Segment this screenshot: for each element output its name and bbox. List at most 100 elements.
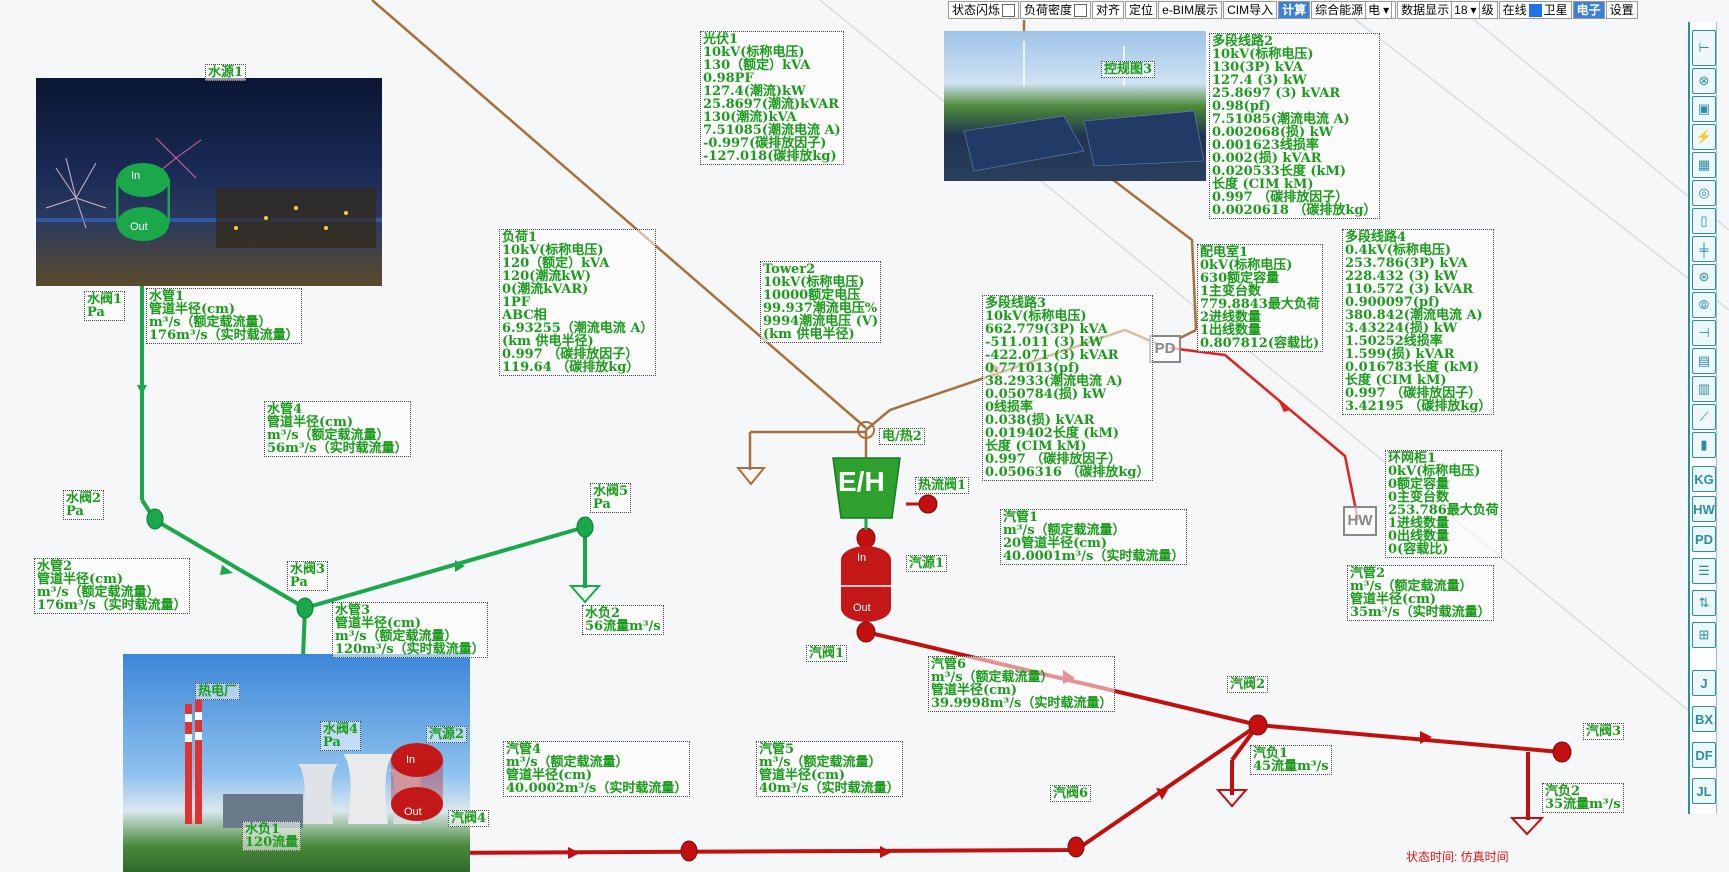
box-tool-icon[interactable]: ▣	[1692, 96, 1716, 122]
breaker-tool-icon[interactable]: ⊗	[1692, 68, 1716, 94]
align-button[interactable]: 对齐	[1092, 1, 1125, 19]
label-steam-source1[interactable]: 汽源1	[906, 555, 948, 572]
locate-button[interactable]: 定位	[1125, 1, 1158, 19]
label-line: 127.4(潮流)kW	[703, 84, 806, 99]
sidebar-btn-pd[interactable]: PD	[1692, 526, 1716, 552]
label-line: 779.8843最大负荷	[1200, 297, 1320, 312]
label-line: 380.842(潮流电流 A)	[1345, 308, 1483, 323]
ebim-button[interactable]: e-BIM展示	[1158, 1, 1223, 19]
water-source-tank-icon[interactable]	[116, 162, 170, 242]
online-checkbox[interactable]	[1528, 3, 1542, 17]
label-line: Tower2	[763, 262, 816, 277]
arrester-tool-icon[interactable]: ⚡	[1692, 124, 1716, 150]
label-line: 管道半径(cm)	[37, 572, 123, 587]
online-toggle[interactable]: 在线卫星	[1498, 1, 1572, 19]
label-control-view3[interactable]: 控规图3	[1101, 61, 1156, 78]
steam-source-tank-icon[interactable]	[841, 546, 891, 622]
label-line: 10kV(标称电压)	[1212, 47, 1314, 62]
label-steam-valve1[interactable]: 汽阀1	[806, 645, 848, 662]
label-line: 38.2933(潮流电流 A)	[985, 374, 1123, 389]
label-line: m³/s（额定载流量）	[267, 428, 390, 443]
electric-line-red[interactable]	[1169, 346, 1360, 521]
cim-import-button[interactable]: CIM导入	[1223, 1, 1278, 19]
sidebar-btn-hw[interactable]: HW	[1692, 496, 1716, 522]
label-heat-valve1[interactable]: 热流阀1	[915, 477, 970, 494]
settings-button[interactable]: 设置	[1605, 1, 1638, 19]
tower-junction-icon[interactable]	[857, 421, 875, 439]
eh-converter-icon[interactable]	[832, 457, 901, 519]
double-ring-tool-icon[interactable]: ⦾	[1692, 292, 1716, 318]
label-steam-source2[interactable]: 汽源2	[426, 726, 468, 743]
panel-tool-icon[interactable]: ☰	[1692, 558, 1716, 584]
steam-source2-tank-icon[interactable]	[390, 742, 444, 822]
electronic-map-button[interactable]: 电子	[1572, 1, 1605, 19]
label-steam-valve6[interactable]: 汽阀6	[1050, 785, 1092, 802]
label-water-source1[interactable]: 水源1	[205, 64, 247, 81]
energy-type-select[interactable]: 电▾	[1365, 1, 1393, 19]
fuse-tool-icon[interactable]: ⊣	[1692, 320, 1716, 346]
sub-tool-icon[interactable]: ⊞	[1692, 622, 1716, 648]
ring-tool-icon[interactable]: ◎	[1692, 180, 1716, 206]
calc-button[interactable]: 计算	[1278, 1, 1311, 19]
label-steam-valve2[interactable]: 汽阀2	[1227, 676, 1269, 693]
label-line: Pa	[290, 575, 308, 590]
status-flash-toggle[interactable]: 状态闪烁	[948, 1, 1020, 19]
load-density-toggle[interactable]: 负荷密度	[1020, 1, 1092, 19]
cabinet-tool-icon[interactable]: ▥	[1692, 376, 1716, 402]
pd-box-icon[interactable]: PD	[1149, 335, 1181, 363]
switch-tool-icon[interactable]: ⊢	[1692, 30, 1716, 66]
sidebar-btn-j[interactable]: J	[1692, 670, 1716, 696]
slash-tool-icon[interactable]: ⟋	[1692, 404, 1716, 430]
transformer-tool-icon[interactable]: ⊛	[1692, 264, 1716, 290]
status-flash-checkbox[interactable]	[1002, 3, 1016, 17]
level-select[interactable]: 18▾	[1451, 1, 1480, 19]
label-steam-valve3[interactable]: 汽阀3	[1583, 723, 1625, 740]
grid-tool-icon[interactable]: ▦	[1692, 152, 1716, 178]
sidebar-btn-bx[interactable]: BX	[1692, 706, 1716, 732]
sidebar-btn-df[interactable]: DF	[1692, 742, 1716, 768]
sidebar-btn-kg[interactable]: KG	[1692, 466, 1716, 492]
hw-box-icon[interactable]: HW	[1343, 506, 1377, 536]
capacitor-tool-icon[interactable]: ╪	[1692, 236, 1716, 262]
cable-tool-icon[interactable]: ⇅	[1692, 590, 1716, 616]
label-heat-plant[interactable]: 热电厂	[195, 683, 241, 700]
label-steam-valve4[interactable]: 汽阀4	[448, 810, 490, 827]
label-line: 0(潮流kVAR)	[502, 282, 589, 297]
label-line: 水阀1	[87, 292, 123, 307]
sidebar-btn-jl[interactable]: JL	[1692, 778, 1716, 804]
battery-tool-icon[interactable]: ▮	[1692, 432, 1716, 458]
heat-valve-icon[interactable]	[918, 494, 938, 514]
load-density-checkbox[interactable]	[1074, 3, 1088, 17]
column-tool-icon[interactable]: ▯	[1692, 208, 1716, 234]
meter-tool-icon[interactable]: ▤	[1692, 348, 1716, 374]
label-line: 10kV(标称电压)	[985, 309, 1087, 324]
label-elec-heat2[interactable]: 电/热2	[879, 428, 925, 445]
label-line: 3.43224(损) kW	[1345, 321, 1458, 336]
